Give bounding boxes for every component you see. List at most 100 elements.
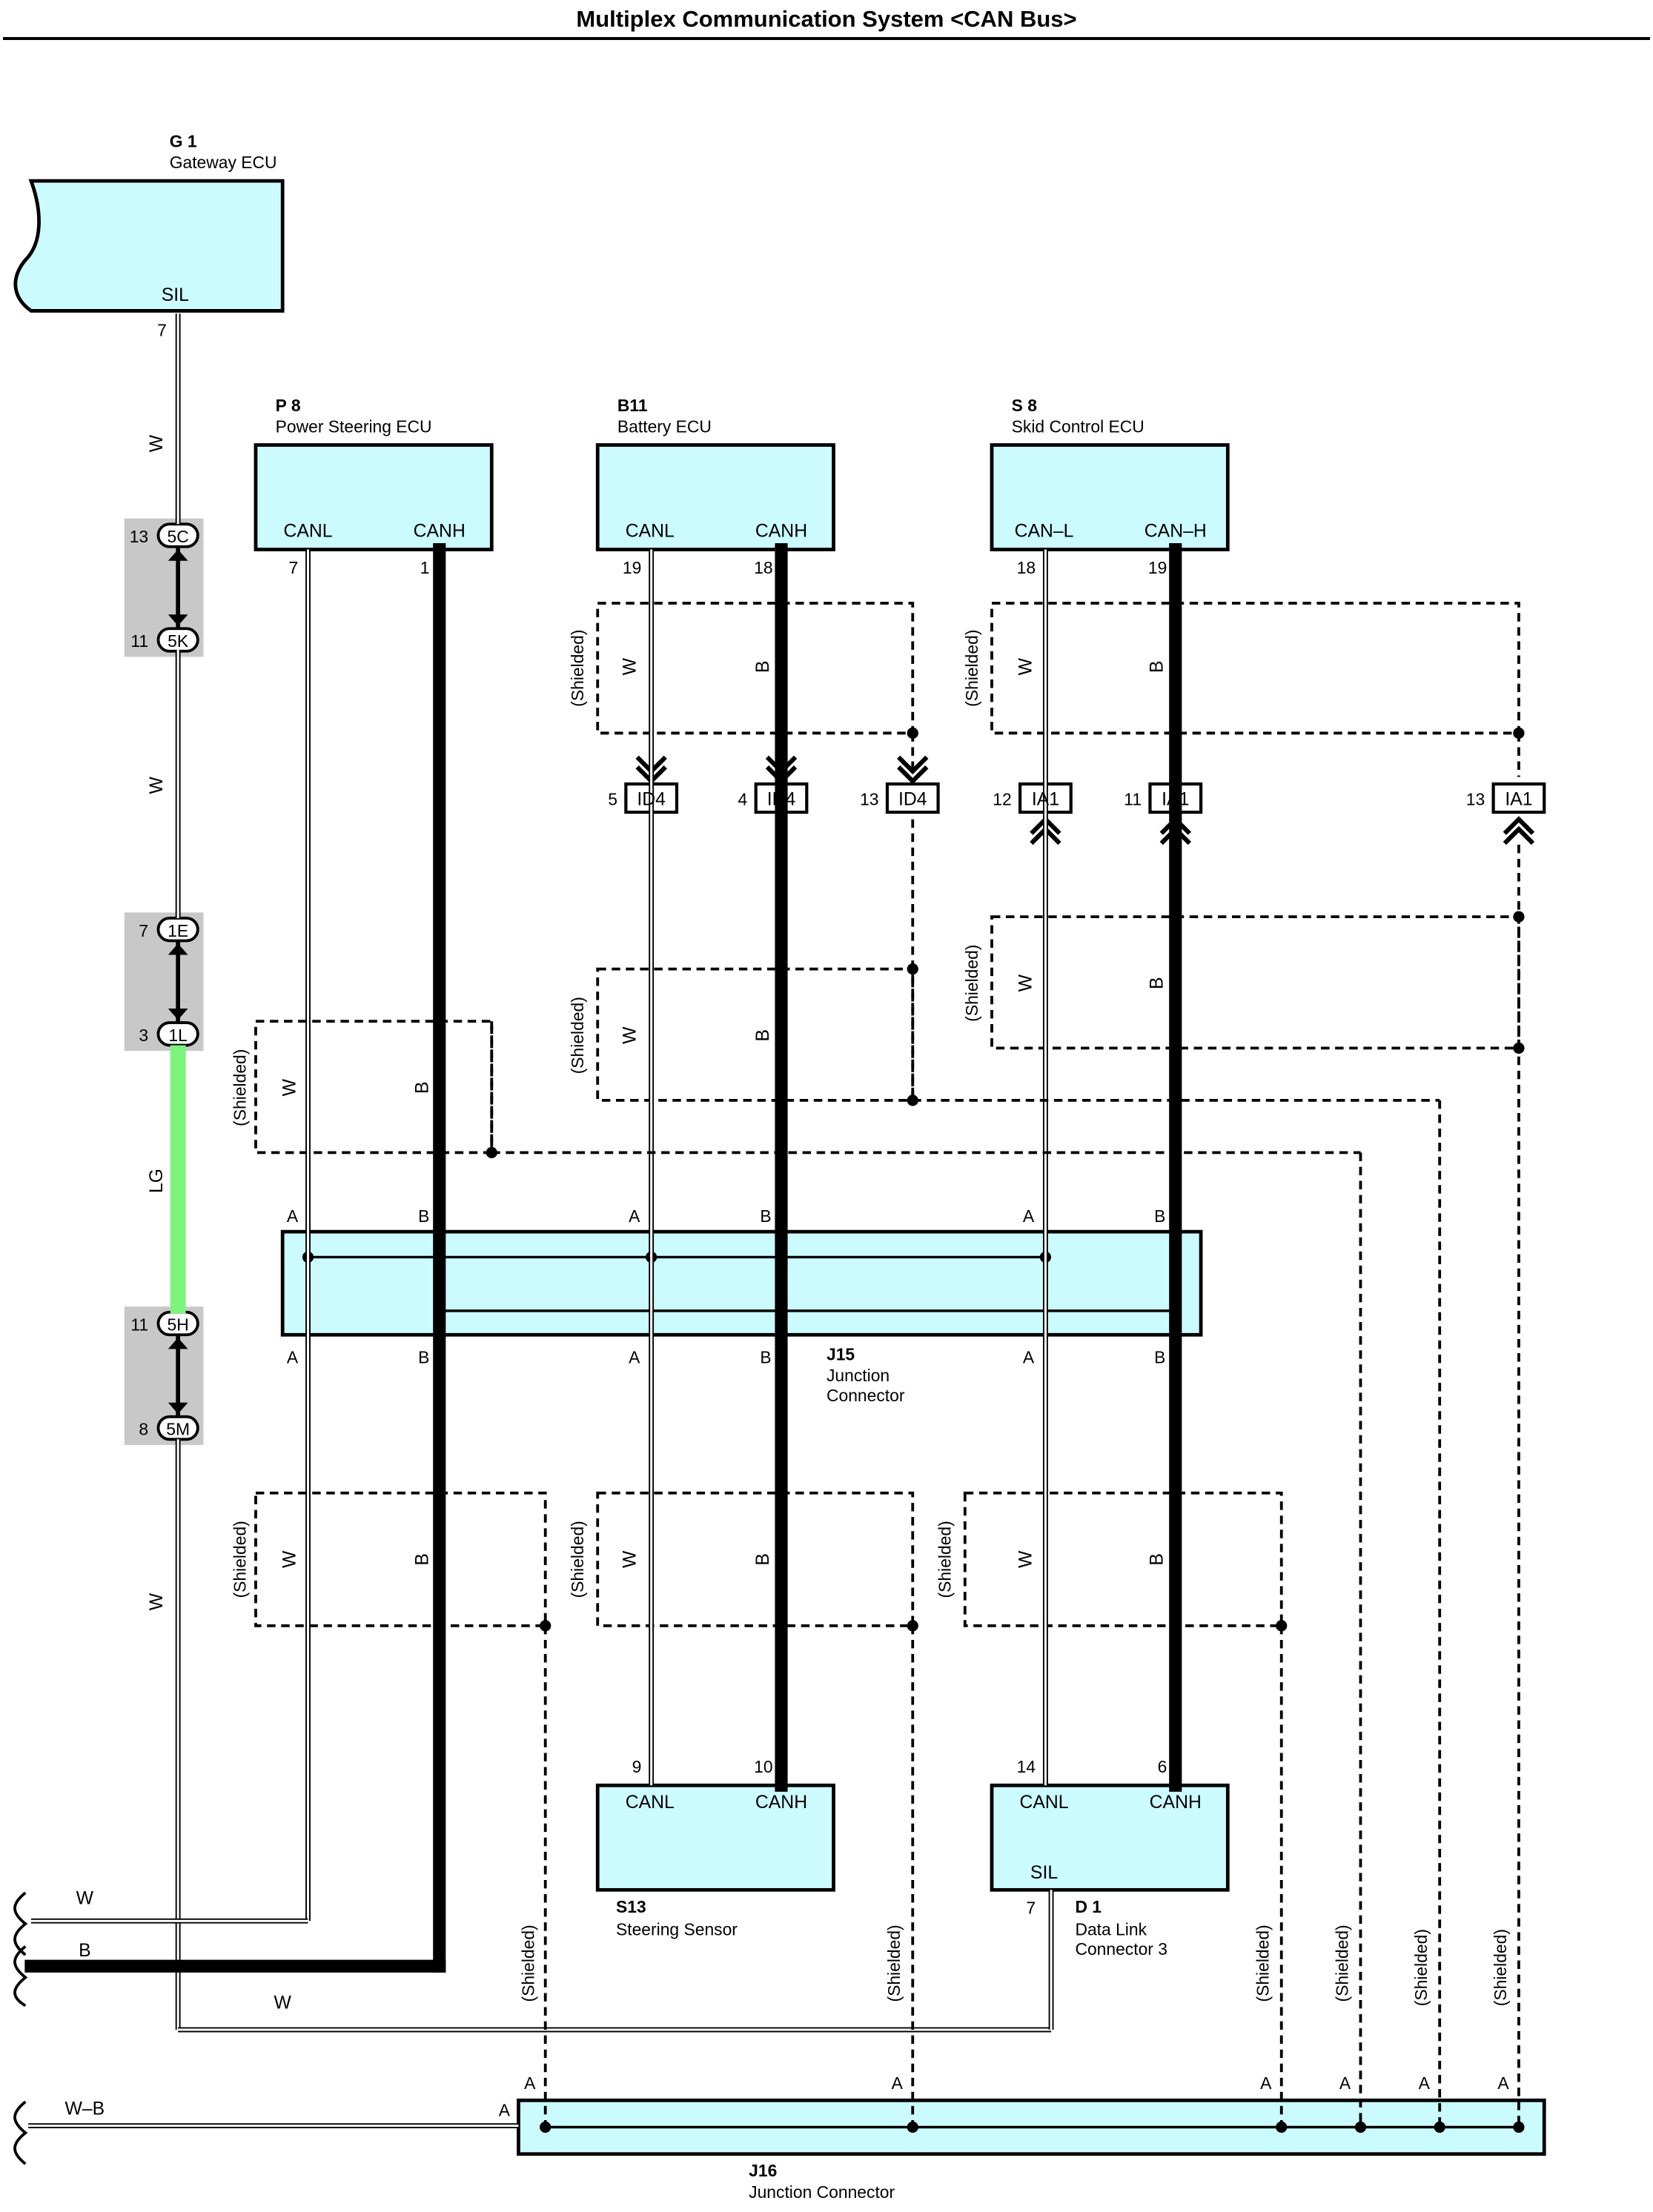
junction-dot <box>1513 2121 1525 2133</box>
inline-connector-id: IA1 <box>1032 790 1059 810</box>
junction-dot <box>907 1620 918 1632</box>
shielded-label: (Shielded) <box>1253 1924 1273 2002</box>
wire-color-label: B <box>753 660 773 673</box>
d1-pin: 7 <box>1026 1899 1036 1918</box>
j15-pin: B <box>760 1347 771 1366</box>
j15-name: Junction <box>827 1366 890 1385</box>
shielded-label: (Shielded) <box>1491 1929 1510 2006</box>
junction-dot <box>1513 727 1525 739</box>
wire-color-label: B <box>413 1553 433 1566</box>
g1-code: G 1 <box>170 131 197 150</box>
s8-terminal: CAN–L <box>1015 521 1074 541</box>
inline-connector <box>1491 782 1546 814</box>
d1-pin: 6 <box>1158 1757 1167 1776</box>
d1-name2: Connector 3 <box>1075 1939 1167 1959</box>
wire-color-label: B <box>1147 977 1167 989</box>
shield-box <box>990 602 1520 735</box>
wire-color-label: W <box>274 1993 292 2013</box>
junction-dot <box>1513 1042 1525 1054</box>
d1-code: D 1 <box>1075 1897 1102 1916</box>
junction-dot <box>907 963 918 975</box>
d1-box <box>990 1783 1230 1892</box>
connector-arrow <box>897 755 929 785</box>
splice-id: 5C <box>168 527 189 546</box>
splice-id: 5M <box>166 1420 190 1439</box>
shielded-label: (Shielded) <box>568 630 587 707</box>
p8-terminal: CANH <box>414 521 466 541</box>
s8-name: Skid Control ECU <box>1012 416 1144 436</box>
inline-connector-pin: 4 <box>738 790 748 809</box>
splice-id: 1E <box>168 921 188 940</box>
d1-name: Data Link <box>1075 1919 1147 1939</box>
splice-id: 5H <box>168 1315 189 1335</box>
shielded-label: (Shielded) <box>518 1924 537 2002</box>
connector-arrow <box>1503 816 1535 846</box>
junction-dot <box>1513 911 1525 923</box>
j15-name2: Connector <box>827 1386 905 1405</box>
j16-name: Junction Connector <box>749 2182 895 2202</box>
wire-color-label: W <box>147 1592 167 1610</box>
g1-box <box>13 179 285 313</box>
inline-connector-id: IA1 <box>1162 790 1189 810</box>
shielded-label: (Shielded) <box>1411 1929 1431 2006</box>
inline-connector-pin: 5 <box>608 790 617 809</box>
splice-arrow <box>168 1402 188 1415</box>
inline-connector-id: ID4 <box>637 790 666 810</box>
wire-color-label: B <box>79 1941 91 1961</box>
splice-arrow <box>168 1338 188 1349</box>
p8-pin: 1 <box>420 558 430 577</box>
wire-color-label: W <box>76 1888 94 1908</box>
wire-color-label: W <box>1016 1550 1036 1568</box>
junction-dot <box>907 727 918 739</box>
d1-terminal: CANH <box>1150 1793 1202 1813</box>
j15-pin: B <box>1154 1347 1165 1366</box>
s8-box <box>990 443 1230 551</box>
inline-connector-id: ID4 <box>898 790 927 810</box>
splice-arrow <box>168 1008 188 1020</box>
junction-dot <box>1354 2121 1367 2133</box>
wire-color-label: W <box>1016 974 1036 992</box>
j15-box <box>280 1229 1203 1337</box>
j16-pin: A <box>892 2073 904 2093</box>
s8-pin: 18 <box>1017 558 1036 577</box>
s13-terminal: CANH <box>755 1793 807 1813</box>
b11-pin: 18 <box>754 558 772 577</box>
junction-dot <box>907 1095 918 1106</box>
j15-pin: A <box>1023 1347 1035 1366</box>
inline-connector-pin: 13 <box>860 790 878 809</box>
s8-code: S 8 <box>1012 396 1038 415</box>
s13-pin: 10 <box>754 1757 772 1776</box>
d1-pin: 14 <box>1017 1757 1036 1776</box>
j15-pin: A <box>287 1206 299 1226</box>
splice-id: 5K <box>168 631 188 651</box>
shield-box <box>254 1491 547 1627</box>
break-mark <box>13 1891 28 1956</box>
shielded-label: (Shielded) <box>1332 1924 1351 2002</box>
j16-pin: A <box>524 2073 536 2093</box>
j15-pin: A <box>1023 1206 1035 1226</box>
shielded-label: (Shielded) <box>935 1521 955 1598</box>
title-rule <box>3 37 1650 40</box>
j16-pin: A <box>1419 2073 1431 2093</box>
j15-pin: A <box>629 1206 640 1226</box>
splice-arrow <box>168 943 188 955</box>
d1-terminal: SIL <box>1030 1863 1058 1883</box>
p8-pin: 7 <box>288 558 298 577</box>
shielded-label: (Shielded) <box>231 1521 250 1598</box>
p8-terminal: CANL <box>283 521 332 541</box>
j16-pin: A <box>1260 2073 1272 2093</box>
s13-pin: 9 <box>632 1757 642 1776</box>
j15-pin: A <box>287 1347 299 1366</box>
inline-connector-pin: 12 <box>993 790 1011 809</box>
s13-name: Steering Sensor <box>616 1919 738 1939</box>
wire-color-label: W <box>620 657 640 675</box>
s8-pin: 19 <box>1148 558 1167 577</box>
wire-color-label: W–B <box>65 2099 105 2119</box>
shielded-label: (Shielded) <box>568 1521 587 1598</box>
shield-box <box>990 915 1520 1050</box>
p8-name: Power Steering ECU <box>276 416 432 436</box>
wire-color-label: B <box>1147 1553 1167 1566</box>
wire-color-label: W <box>147 777 167 794</box>
shield-box <box>254 1020 494 1155</box>
wire-color-label: B <box>1147 660 1167 673</box>
